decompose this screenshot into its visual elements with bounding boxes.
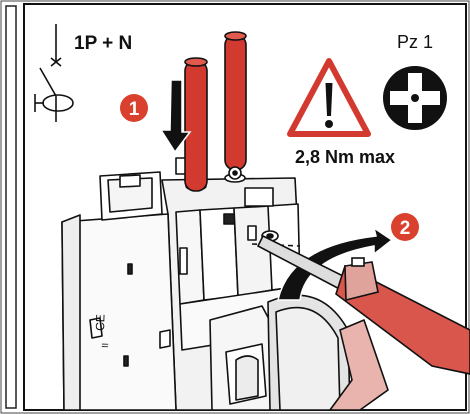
rod-right <box>224 34 247 171</box>
breaker-body <box>61 157 389 411</box>
step-badge-1: 1 <box>120 94 148 122</box>
insert-arrow-icon <box>159 79 192 154</box>
pole-config-label: 1P + N <box>74 33 132 54</box>
step-number-1: 1 <box>129 99 140 120</box>
screwdriver <box>256 234 470 375</box>
ce-mark: CE <box>93 314 108 331</box>
step-badge-2: 2 <box>391 213 419 241</box>
step-number-2: 2 <box>400 218 411 239</box>
breaker-symbol-icon <box>34 24 74 122</box>
pozidriv-bit-icon <box>383 66 447 130</box>
left-margin-strip <box>5 5 17 409</box>
bit-size-label: Pz 1 <box>397 32 433 52</box>
conductor-rods <box>184 31 247 192</box>
torque-label: 2,8 Nm max <box>295 147 395 167</box>
warning-triangle-icon <box>287 58 371 137</box>
ce-suffix: II <box>100 343 110 348</box>
rod-left <box>184 60 208 192</box>
